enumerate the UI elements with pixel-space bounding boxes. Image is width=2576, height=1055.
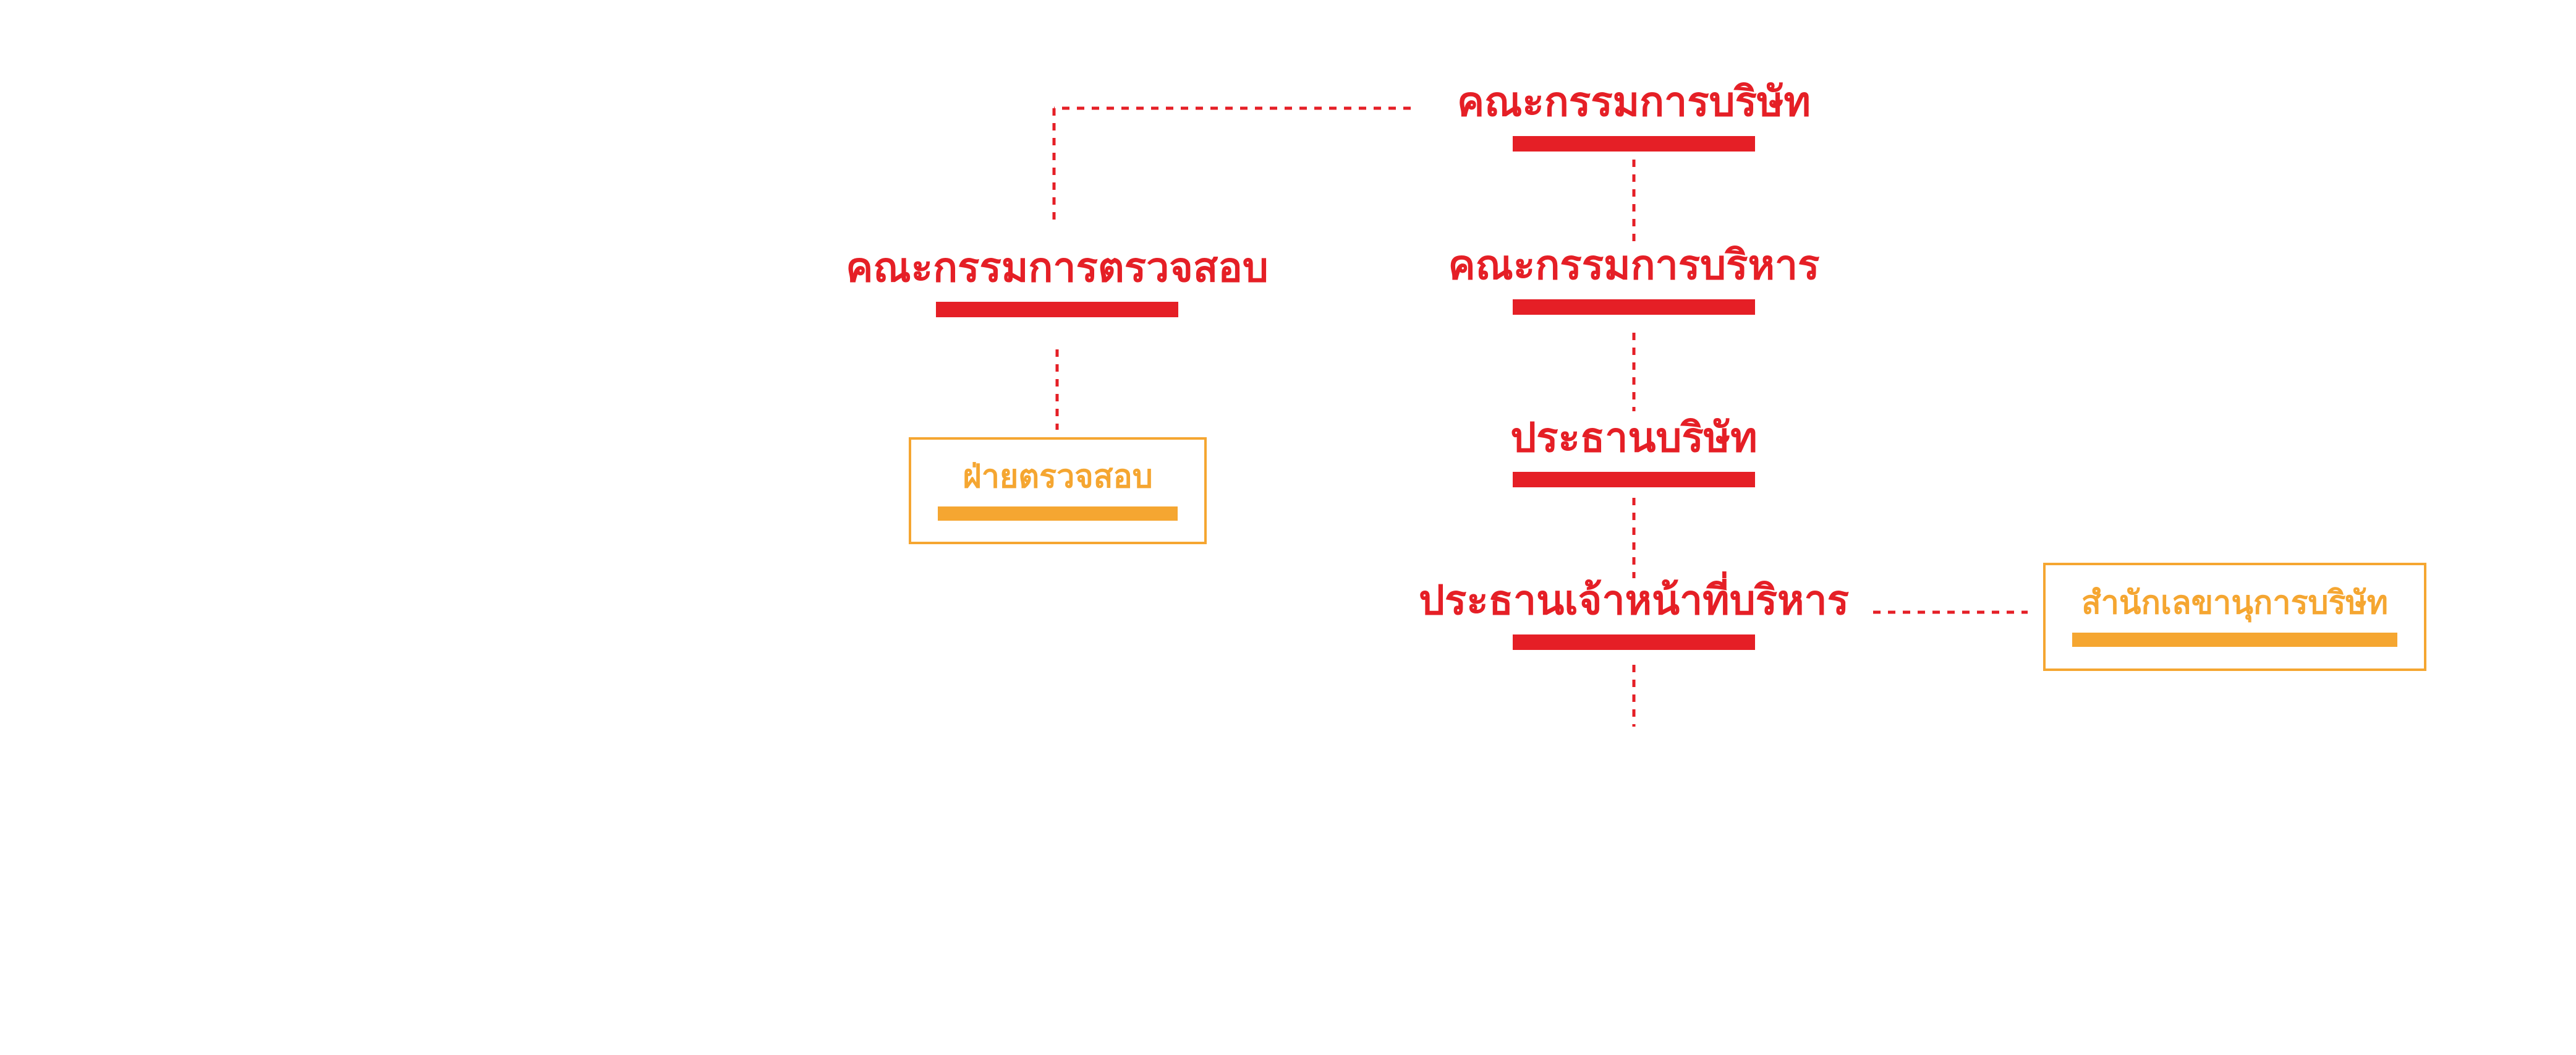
node-chairman: ประธานบริษัท	[1387, 417, 1881, 487]
node-corporate-secretary-office: สำนักเลขานุการบริษัท	[2043, 563, 2426, 671]
node-audit-department-bar	[938, 506, 1178, 521]
node-executive-committee-label: คณะกรรมการบริหาร	[1448, 241, 1820, 289]
node-ceo-bar	[1513, 634, 1755, 650]
node-audit-committee-bar	[936, 302, 1178, 317]
node-chairman-label: ประธานบริษัท	[1510, 414, 1758, 461]
node-ceo-label: ประธานเจ้าหน้าที่บริหาร	[1418, 576, 1850, 624]
node-audit-committee-label: คณะกรรมการตรวจสอบ	[846, 244, 1269, 291]
node-ceo: ประธานเจ้าหน้าที่บริหาร	[1356, 580, 1912, 650]
node-executive-committee: คณะกรรมการบริหาร	[1387, 245, 1881, 315]
node-executive-committee-bar	[1513, 299, 1755, 315]
node-corporate-secretary-label: สำนักเลขานุการบริษัท	[2081, 584, 2388, 621]
node-chairman-bar	[1513, 472, 1755, 487]
node-audit-department: ฝ่ายตรวจสอบ	[909, 437, 1207, 544]
node-board-label: คณะกรรมการบริษัท	[1456, 78, 1811, 126]
node-board-of-directors: คณะกรรมการบริษัท	[1387, 82, 1881, 152]
node-board-bar	[1513, 136, 1755, 152]
node-audit-department-label: ฝ่ายตรวจสอบ	[963, 458, 1153, 495]
node-audit-committee: คณะกรรมการตรวจสอบ	[810, 247, 1304, 317]
node-corporate-secretary-bar	[2072, 633, 2397, 647]
